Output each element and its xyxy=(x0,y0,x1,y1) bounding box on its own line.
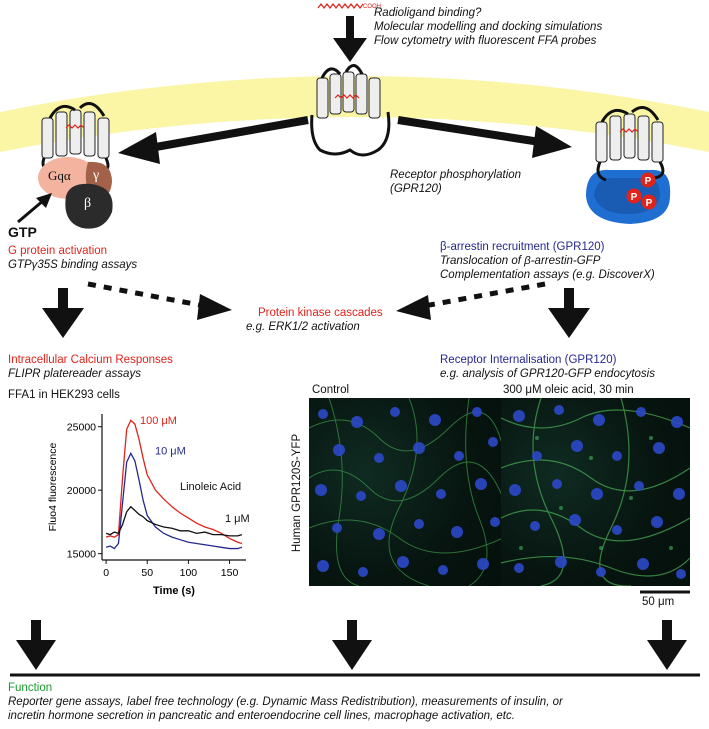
arrow-to-arrestin xyxy=(397,116,572,158)
cell-line-note: FFA1 in HEK293 cells xyxy=(8,389,120,401)
top-note-2: Molecular modelling and docking simulati… xyxy=(374,21,603,33)
micrograph-side-label: Human GPR120S-YFP xyxy=(291,433,303,553)
phosphate-groups: P P P xyxy=(626,172,657,210)
top-note-1: Radioligand binding? xyxy=(374,7,482,19)
gprotein-subtitle: GTPγ35S binding assays xyxy=(8,259,138,271)
function-title: Function xyxy=(8,682,53,694)
svg-text:P: P xyxy=(631,192,638,203)
gprotein-title: G protein activation xyxy=(8,245,108,257)
internalisation-subtitle: e.g. analysis of GPR120-GFP endocytosis xyxy=(440,368,655,380)
arrow-bottom-right xyxy=(647,620,687,670)
kinase-subtitle: e.g. ERK1/2 activation xyxy=(246,321,360,333)
micrograph-control-label: Control xyxy=(312,384,350,396)
svg-text:P: P xyxy=(646,198,653,209)
membrane-band xyxy=(0,76,709,152)
top-note-3: Flow cytometry with fluorescent FFA prob… xyxy=(374,35,597,47)
arrestin-line2: Complementation assays (e.g. DiscoverX) xyxy=(440,269,655,281)
arrestin-receptor-icon xyxy=(586,106,671,224)
control-cells xyxy=(309,398,503,586)
micrograph-treated xyxy=(501,398,690,586)
arrow-bottom-left xyxy=(16,620,56,670)
gtp-arrow xyxy=(17,193,52,224)
arrow-left-to-calcium xyxy=(42,288,84,338)
arrestin-line1: Translocation of β-arrestin-GFP xyxy=(440,255,601,267)
internalisation-title: Receptor Internalisation (GPR120) xyxy=(440,354,617,366)
arrow-bottom-center xyxy=(332,620,372,670)
function-line2: incretin hormone secretion in pancreatic… xyxy=(8,710,515,722)
micrograph-treated-label: 300 μM oleic acid, 30 min xyxy=(503,384,634,396)
gtp-label: GTP xyxy=(8,224,37,240)
beta-subunit xyxy=(65,183,113,229)
phosphate-icon: P xyxy=(641,194,657,210)
svg-text:P: P xyxy=(645,176,652,187)
gq-alpha-label: Gqα xyxy=(48,168,71,183)
ligand-carboxyl-label: COOH xyxy=(363,4,381,10)
dotted-arrow-right xyxy=(396,281,546,320)
kinase-title: Protein kinase cascades xyxy=(258,307,383,319)
calcium-title: Intracellular Calcium Responses xyxy=(8,354,173,366)
phospho-label-1: Receptor phosphorylation xyxy=(390,169,522,181)
dotted-arrow-left xyxy=(87,281,232,320)
arrestin-title: β-arrestin recruitment (GPR120) xyxy=(440,241,605,253)
phospho-label-2: (GPR120) xyxy=(390,183,442,195)
gamma-label: γ xyxy=(93,168,100,183)
scale-bar-label: 50 μm xyxy=(642,596,675,608)
calcium-subtitle: FLIPR platereader assays xyxy=(8,368,141,380)
beta-label: β xyxy=(84,196,92,211)
arrow-right-to-internalisation xyxy=(548,288,590,338)
treated-cells xyxy=(501,398,690,586)
function-line1: Reporter gene assays, label free technol… xyxy=(8,696,563,708)
ligand-chain xyxy=(317,3,364,9)
arrow-top-down xyxy=(333,16,367,62)
arrow-to-gprotein xyxy=(118,116,309,164)
phosphate-icon: P xyxy=(626,188,642,204)
micrograph-control xyxy=(309,398,503,586)
central-receptor-icon xyxy=(310,64,391,157)
phosphate-icon: P xyxy=(640,172,656,188)
